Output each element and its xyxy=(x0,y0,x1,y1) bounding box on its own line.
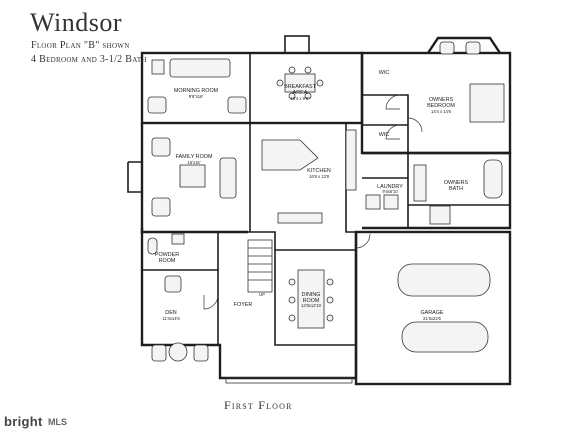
dims-garage: 21'5x22'6 xyxy=(423,316,441,321)
label-wic-2: WIC xyxy=(379,132,390,138)
label-stairs-up: UP xyxy=(259,292,265,297)
label-owners-bedroom: BEDROOM xyxy=(427,103,455,109)
entry-steps xyxy=(225,377,353,384)
brand-watermark: bright MLS xyxy=(0,413,84,432)
label-dining: DINING xyxy=(302,292,321,298)
dims-laundry: 9'4x6'10 xyxy=(382,189,398,194)
dims-family-room: 16'x16' xyxy=(187,160,200,165)
label-laundry: LAUNDRY xyxy=(377,184,403,190)
label-morning-room: MORNING ROOM xyxy=(174,88,219,94)
label-owners-bath: OWNERS xyxy=(444,180,469,186)
room-labels: MORNING ROOM 9'8"x16' BREAKFAST AREA 16'… xyxy=(155,70,469,321)
label-den: DEN xyxy=(165,310,176,316)
dims-breakfast: 16'4 x 9'8" xyxy=(290,96,310,101)
plan-subtitle-rooms: 4 Bedroom and 3-1/2 Bath xyxy=(31,54,147,65)
floor-label: First Floor xyxy=(224,398,293,412)
label-kitchen: KITCHEN xyxy=(307,168,331,174)
brand-logo-text: bright xyxy=(4,414,43,429)
label-owners-bath-2: BATH xyxy=(449,186,463,192)
door-swings xyxy=(203,94,423,310)
plan-subtitle-shown: Floor Plan "B" shown xyxy=(31,40,130,51)
interior-walls xyxy=(142,53,510,346)
dims-kitchen: 16'8 x 13'8 xyxy=(309,174,330,179)
label-foyer: FOYER xyxy=(234,302,253,308)
dims-den: 11'4x14'6 xyxy=(162,316,180,321)
furniture xyxy=(147,41,505,362)
label-breakfast-area: AREA xyxy=(293,90,308,96)
label-garage: GARAGE xyxy=(420,310,443,316)
label-powder-room: ROOM xyxy=(159,258,176,264)
exterior-walls xyxy=(127,35,512,386)
dims-owners-bedroom: 14'4 x 14'6 xyxy=(431,109,452,114)
plan-title: Windsor xyxy=(30,8,122,37)
label-powder: POWDER xyxy=(155,252,179,258)
dims-dining: 12'8x12'10 xyxy=(301,303,322,308)
dims-morning-room: 9'8"x16' xyxy=(189,94,204,99)
label-dining-room: ROOM xyxy=(303,298,320,304)
label-family-room: FAMILY ROOM xyxy=(176,154,213,160)
label-owners: OWNERS xyxy=(429,97,454,103)
brand-mls-text: MLS xyxy=(48,417,67,427)
label-wic-1: WIC xyxy=(379,70,390,76)
label-breakfast: BREAKFAST xyxy=(284,84,316,90)
